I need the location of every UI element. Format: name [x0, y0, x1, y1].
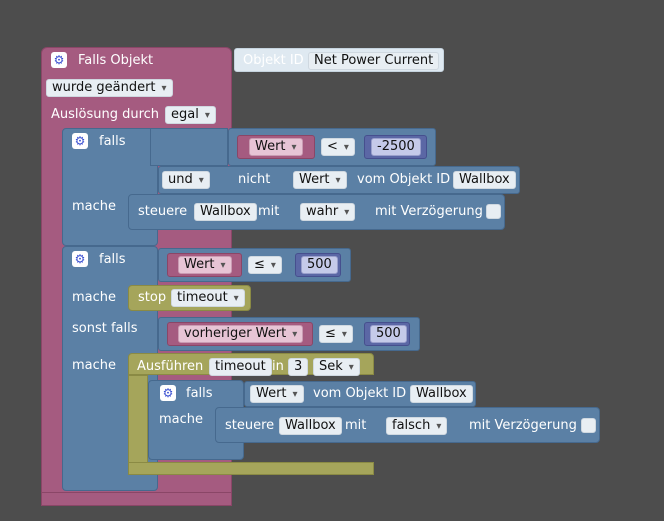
object-id-value[interactable]: Net Power Current [308, 52, 440, 70]
delay-field[interactable]: 3 [288, 358, 309, 376]
falls-label: falls [99, 252, 126, 267]
execute-timer-bottom [128, 462, 374, 475]
wallbox-object-field[interactable]: Wallbox [410, 385, 473, 403]
number-value[interactable]: 500 [370, 325, 407, 343]
change-dropdown[interactable]: wurde geändert [46, 79, 173, 97]
compare-op-dropdown[interactable]: ≤ [319, 325, 353, 343]
value-dropdown[interactable]: falsch [386, 417, 448, 435]
wallbox-object-field[interactable]: Wallbox [453, 171, 516, 189]
steuere-label: steuere [225, 418, 275, 433]
delay-checkbox[interactable] [581, 418, 596, 433]
number-value[interactable]: -2500 [371, 138, 421, 156]
gear-icon[interactable]: ⚙ [160, 385, 176, 401]
compare-op-dropdown[interactable]: ≤ [248, 256, 282, 274]
mit-verzoegerung-label: mit Verzögerung [469, 418, 577, 433]
delay-checkbox[interactable] [486, 204, 501, 219]
control-block-1[interactable] [128, 194, 505, 230]
value-dropdown[interactable]: wahr [300, 203, 356, 221]
and-dropdown[interactable]: und [162, 171, 210, 189]
nicht-label: nicht [238, 172, 271, 187]
gear-icon[interactable]: ⚙ [72, 133, 88, 149]
vom-objekt-id-label: vom Objekt ID [313, 386, 407, 401]
trigger-block-bottom [41, 492, 232, 506]
timeout-dropdown[interactable]: timeout [171, 289, 245, 307]
wert-dropdown[interactable]: Wert [249, 138, 303, 156]
steuere-label: steuere [138, 204, 188, 219]
control-target-field[interactable]: Wallbox [194, 203, 257, 221]
falls-label: falls [99, 134, 126, 149]
prev-wert-dropdown[interactable]: vorheriger Wert [178, 325, 304, 343]
control-target-field[interactable]: Wallbox [279, 417, 342, 435]
ausfuehren-label: Ausführen [137, 359, 204, 374]
if-block-1-row [150, 128, 228, 166]
timeout-name-field[interactable]: timeout [209, 358, 272, 376]
trigger-title: Falls Objekt [78, 53, 154, 68]
mit-label: mit [258, 204, 280, 219]
object-id-label: Objekt ID [243, 53, 304, 68]
in-label: in [272, 359, 284, 374]
stop-label: stop [138, 290, 167, 305]
mache-label: mache [72, 358, 117, 373]
wert-dropdown[interactable]: Wert [178, 256, 232, 274]
mache-label: mache [72, 290, 117, 305]
trigger-label: Auslösung durch [51, 107, 160, 122]
gear-icon[interactable]: ⚙ [72, 251, 88, 267]
gear-icon[interactable]: ⚙ [51, 52, 67, 68]
trigger-dropdown[interactable]: egal [165, 106, 216, 124]
number-value[interactable]: 500 [301, 256, 338, 274]
wert-object-dropdown[interactable]: Wert [293, 171, 347, 189]
mit-label: mit [345, 418, 367, 433]
unit-dropdown[interactable]: Sek [313, 358, 360, 376]
compare-op-dropdown[interactable]: < [321, 138, 355, 156]
mache-label: mache [72, 199, 117, 214]
sonst-falls-label: sonst falls [72, 321, 138, 336]
wert-object-dropdown[interactable]: Wert [250, 385, 304, 403]
mache-label: mache [159, 412, 204, 427]
mit-verzoegerung-label: mit Verzögerung [375, 204, 483, 219]
execute-timer-left [128, 375, 148, 475]
vom-objekt-id-label: vom Objekt ID [357, 172, 451, 187]
falls-label: falls [186, 386, 213, 401]
